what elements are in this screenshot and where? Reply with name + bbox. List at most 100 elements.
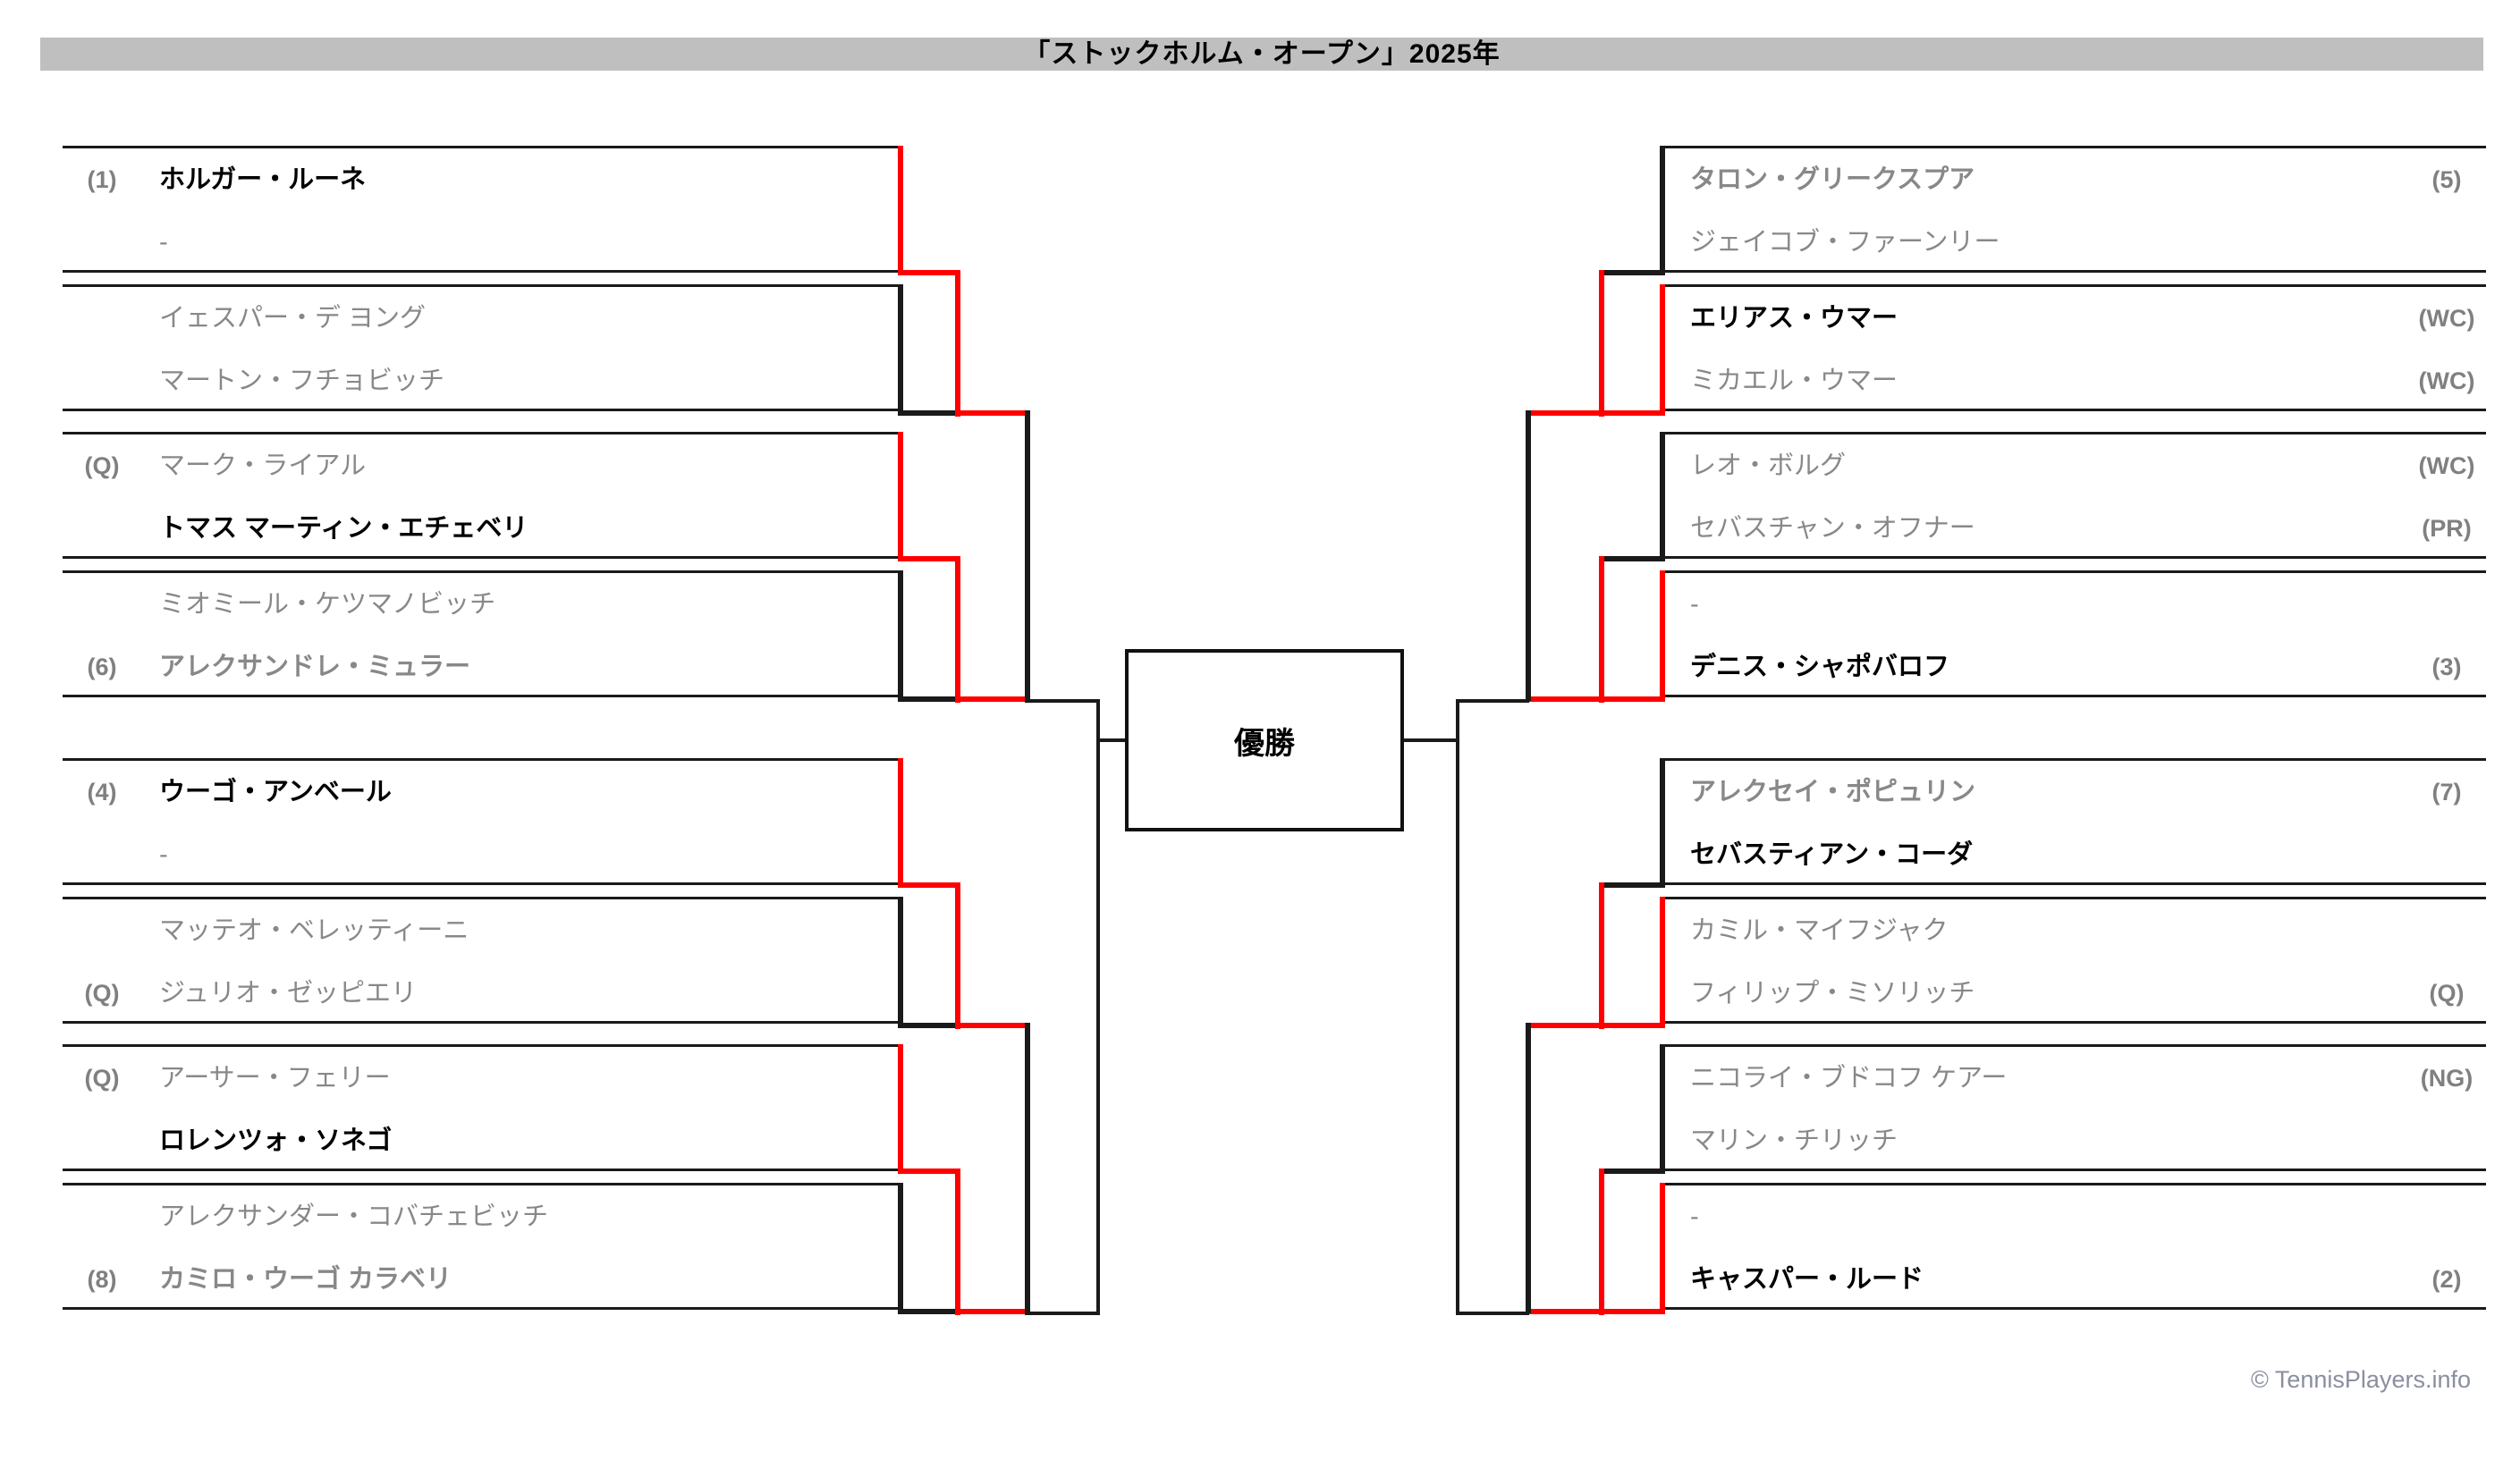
- player-name: -: [159, 228, 168, 257]
- seed-label: (3): [2431, 654, 2462, 680]
- page-title: 「ストックホルム・オープン」2025年: [1023, 39, 1501, 69]
- seed-label: (NG): [2420, 1065, 2473, 1092]
- player-row: ミオミール・ケツマノビッチ: [63, 573, 903, 636]
- line-r-m4-stem: [1660, 570, 1665, 697]
- seed-label: (Q): [84, 1065, 120, 1092]
- seed-label: [63, 1109, 141, 1172]
- line-r-r2-h4: [1599, 696, 1665, 702]
- seed-label: [63, 211, 141, 274]
- seed-label: [63, 573, 141, 636]
- seed-label: (6): [87, 654, 117, 680]
- player-name: マートン・フチョビッチ: [159, 367, 445, 395]
- match-box-right-3: (WC)レオ・ボルグ (PR) セバスチャン・オフナー: [1665, 432, 2486, 559]
- match-box-right-8: -(2)キャスパー・ルード: [1665, 1183, 2486, 1310]
- line-l-m5-stem: [898, 758, 903, 885]
- line-l-r2-h4: [898, 696, 960, 702]
- player-row: セバスティアン・コーダ: [1665, 823, 2486, 886]
- player-row: カミル・マイフジャク: [1665, 899, 2486, 962]
- seed-label: (WC): [2418, 305, 2475, 332]
- line-l-r2-h2: [898, 410, 960, 416]
- player-name: ニコライ・ブドコフ ケアー: [1690, 1064, 2008, 1093]
- player-row: (6) アレクサンドレ・ミュラー: [63, 636, 903, 698]
- player-name: デニス・シャポバロフ: [1690, 653, 1950, 681]
- line-l-r3-h1: [955, 410, 1030, 416]
- player-name: マリン・チリッチ: [1690, 1126, 1898, 1155]
- player-name: キャスパー・ルード: [1690, 1265, 1924, 1294]
- player-name: アレクセイ・ポピュリン: [1690, 778, 1976, 806]
- line-r-r3-h1: [1526, 410, 1604, 416]
- match-box-left-7: (Q)アーサー・フェリーロレンツォ・ソネゴ: [63, 1044, 903, 1171]
- line-l-r3-v1: [1025, 410, 1030, 701]
- player-name: アレクサンドレ・ミュラー: [159, 653, 471, 681]
- champion-label: 優勝: [1234, 726, 1295, 761]
- player-row: (WC) エリアス・ウマー: [1665, 287, 2486, 350]
- player-row: マリン・チリッチ: [1665, 1109, 2486, 1172]
- line-r-m8-stem: [1660, 1183, 1665, 1310]
- player-row: (WC)レオ・ボルグ: [1665, 434, 2486, 497]
- match-box-right-2: (WC)エリアス・ウマー(WC)ミカエル・ウマー: [1665, 284, 2486, 411]
- line-r-r3-h2: [1526, 696, 1604, 702]
- seed-label: [2407, 899, 2486, 962]
- player-name: アレクサンダー・コバチェビッチ: [159, 1202, 549, 1231]
- line-l-m3-stem: [898, 432, 903, 559]
- player-name: -: [1690, 590, 1699, 619]
- player-name: トマス マーティン・エチェベリ: [159, 514, 529, 543]
- player-row: (NG) ニコライ・ブドコフ ケアー: [1665, 1047, 2486, 1109]
- seed-label: [63, 497, 141, 560]
- seed-label: [63, 823, 141, 886]
- line-r-r2-h6: [1599, 1023, 1665, 1028]
- match-box-left-1: (1)ホルガー・ルーネ-: [63, 146, 903, 273]
- line-l-m2-stem: [898, 284, 903, 411]
- line-l-r3-h2: [955, 696, 1030, 702]
- player-row: (8)カミロ・ウーゴ カラベリ: [63, 1248, 903, 1311]
- player-row: マートン・フチョビッチ: [63, 350, 903, 412]
- line-r-r4-h2: [1456, 1312, 1529, 1315]
- player-row: (PR) セバスチャン・オフナー: [1665, 497, 2486, 560]
- line-r-final-h: [1400, 738, 1458, 742]
- player-row: (Q)ジュリオ・ゼッピエリ: [63, 962, 903, 1025]
- line-r-m5-stem: [1660, 758, 1665, 885]
- player-name: タロン・グリークスプア: [1690, 165, 1975, 194]
- player-row: トマス マーティン・エチェベリ: [63, 497, 903, 560]
- copyright-credit: © TennisPlayers.info: [2250, 1366, 2471, 1393]
- player-row: (5)タロン・グリークスプア: [1665, 148, 2486, 211]
- match-box-right-4: - (3) デニス・シャポバロフ: [1665, 570, 2486, 697]
- player-name: エリアス・ウマー: [1690, 304, 1898, 333]
- player-name: マーク・ライアル: [159, 451, 367, 480]
- player-name: フィリップ・ミソリッチ: [1690, 979, 1975, 1008]
- seed-label: [2407, 211, 2486, 274]
- line-l-final-h: [1096, 738, 1129, 742]
- player-row: (Q)マーク・ライアル: [63, 434, 903, 497]
- match-box-right-5: (7)アレクセイ・ポピュリンセバスティアン・コーダ: [1665, 758, 2486, 885]
- line-r-r4-h1: [1456, 699, 1529, 703]
- player-name: -: [1690, 1202, 1699, 1231]
- player-row: アレクサンダー・コバチェビッチ: [63, 1185, 903, 1248]
- line-l-r2-v1: [955, 270, 960, 417]
- player-name: レオ・ボルグ: [1690, 451, 1847, 480]
- line-l-r2-h1: [898, 270, 960, 275]
- match-box-right-6: カミル・マイフジャク (Q) フィリップ・ミソリッチ: [1665, 897, 2486, 1024]
- line-l-r4-h1: [1025, 699, 1100, 703]
- player-row: -: [63, 823, 903, 886]
- player-row: (Q) フィリップ・ミソリッチ: [1665, 962, 2486, 1025]
- line-r-r2-h1: [1599, 270, 1665, 275]
- title-bar: 「ストックホルム・オープン」2025年: [40, 38, 2483, 71]
- match-box-left-6: マッテオ・ベレッティーニ(Q)ジュリオ・ゼッピエリ: [63, 897, 903, 1024]
- player-name: ジェイコブ・ファーンリー: [1690, 228, 2000, 257]
- player-row: (Q)アーサー・フェリー: [63, 1047, 903, 1109]
- player-row: イェスパー・デ ヨング: [63, 287, 903, 350]
- line-l-m7-stem: [898, 1044, 903, 1171]
- player-name: セバスチャン・オフナー: [1690, 514, 1975, 543]
- line-l-r2-h7: [898, 1168, 960, 1174]
- seed-label: (Q): [2429, 980, 2465, 1007]
- player-row: (7)アレクセイ・ポピュリン: [1665, 761, 2486, 823]
- seed-label: (PR): [2422, 515, 2472, 542]
- seed-label: [2407, 1109, 2486, 1172]
- line-l-r2-h8: [898, 1309, 960, 1314]
- player-row: ジェイコブ・ファーンリー: [1665, 211, 2486, 274]
- match-box-right-7: (NG) ニコライ・ブドコフ ケアーマリン・チリッチ: [1665, 1044, 2486, 1171]
- seed-label: (8): [87, 1266, 117, 1293]
- player-name: ジュリオ・ゼッピエリ: [159, 979, 417, 1008]
- line-l-r2-v2: [955, 556, 960, 703]
- seed-label: (4): [87, 779, 117, 806]
